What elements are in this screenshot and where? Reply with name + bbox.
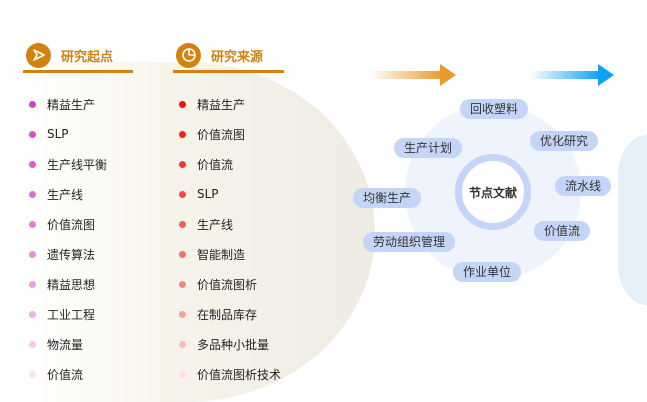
list-item[interactable]: 工业工程 [29,299,107,329]
bullet-dot-icon [179,250,186,258]
arrow-right-orange-icon [370,64,456,86]
list-item[interactable]: 价值流 [179,149,281,179]
bullet-dot-icon [179,100,186,108]
list-item-label: 生产线 [197,217,234,232]
keyword-node[interactable]: 优化研究 [529,131,599,151]
center-node[interactable]: 节点文献 [455,154,531,230]
section-title: 研究起点 [61,49,114,65]
send-icon [26,42,51,68]
bullet-dot-icon [29,370,36,378]
bullet-dot-icon [179,370,186,378]
research-start-header: 研究起点 [23,40,133,73]
center-node-label: 节点文献 [468,185,517,200]
bullet-dot-icon [179,340,186,348]
list-item-label: 生产线 [47,187,84,202]
bullet-dot-icon [29,310,36,318]
list-item[interactable]: 价值流 [29,359,107,389]
list-item[interactable]: 精益生产 [29,89,107,119]
bullet-dot-icon [29,340,36,348]
research-source-header: 研究来源 [173,40,284,73]
keyword-node[interactable]: 流水线 [554,176,612,196]
list-item[interactable]: 生产线 [179,209,281,239]
bullet-dot-icon [179,190,186,198]
list-item[interactable]: 价值流图 [29,209,107,239]
list-item-label: 多品种小批量 [197,337,270,352]
list-item-label: SLP [47,127,69,141]
list-item[interactable]: SLP [179,179,281,209]
list-item-label: 智能制造 [197,247,246,262]
list-item[interactable]: 生产线 [29,179,107,209]
arrow-right-blue-icon [530,64,614,86]
list-item[interactable]: 价值流图析 [179,269,281,299]
list-item-label: 在制品库存 [197,307,258,322]
bullet-dot-icon [179,310,186,318]
list-item-label: 价值流图析技术 [197,367,282,382]
list-item[interactable]: 价值流图析技术 [179,359,281,389]
keyword-node[interactable]: 回收塑料 [459,99,529,119]
section-title: 研究来源 [211,49,264,65]
list-item[interactable]: 智能制造 [179,239,281,269]
list-item-label: 精益思想 [47,277,96,292]
list-item[interactable]: 生产线平衡 [29,149,107,179]
keyword-node[interactable]: 均衡生产 [352,188,422,208]
list-item[interactable]: SLP [29,119,107,149]
bullet-dot-icon [29,130,36,138]
list-item[interactable]: 物流量 [29,329,107,359]
list-item-label: 价值流 [197,157,234,172]
keyword-node[interactable]: 劳动组织管理 [362,232,456,252]
list-item-label: 价值流图析 [197,277,258,292]
bullet-dot-icon [29,160,36,168]
list-item[interactable]: 精益生产 [179,89,281,119]
list-item-label: 价值流图 [197,127,246,142]
bullet-dot-icon [179,220,186,228]
list-item-label: 工业工程 [47,307,96,322]
pie-chart-icon [176,42,201,68]
keyword-node[interactable]: 价值流 [533,221,591,241]
list-item-label: 物流量 [47,337,84,352]
list-item-label: 遗传算法 [47,247,96,262]
list-item[interactable]: 价值流图 [179,119,281,149]
bullet-dot-icon [29,100,36,108]
research-start-list: 精益生产 SLP 生产线平衡生产线价值流图遗传算法精益思想工业工程物流量价值流 [29,89,107,389]
list-item-label: SLP [197,187,219,201]
bullet-dot-icon [179,160,186,168]
bullet-dot-icon [29,250,36,258]
bullet-dot-icon [29,280,36,288]
research-source-list: 精益生产价值流图价值流 SLP 生产线智能制造价值流图析在制品库存多品种小批量价值流… [179,89,281,389]
bullet-dot-icon [29,220,36,228]
list-item-label: 精益生产 [47,97,96,112]
keyword-node[interactable]: 生产计划 [393,138,463,158]
list-item[interactable]: 精益思想 [29,269,107,299]
list-item-label: 价值流图 [47,217,96,232]
bullet-dot-icon [29,190,36,198]
list-item-label: 价值流 [47,367,84,382]
list-item[interactable]: 在制品库存 [179,299,281,329]
right-background-shape [618,135,647,305]
left-background-shape [0,62,375,402]
list-item-label: 生产线平衡 [47,157,108,172]
list-item[interactable]: 多品种小批量 [179,329,281,359]
list-item-label: 精益生产 [197,97,246,112]
keyword-node[interactable]: 作业单位 [452,262,522,282]
bullet-dot-icon [179,280,186,288]
list-item[interactable]: 遗传算法 [29,239,107,269]
bullet-dot-icon [179,130,186,138]
